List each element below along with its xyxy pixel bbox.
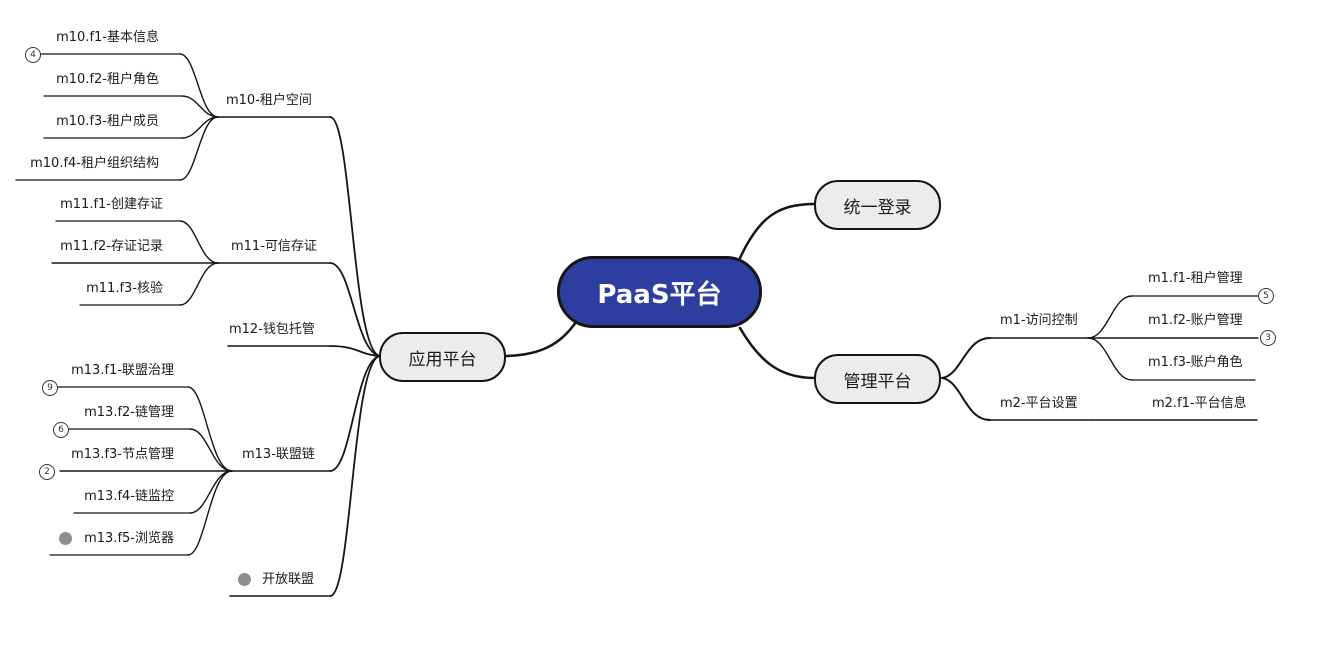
task-count-badge: 2 bbox=[39, 464, 55, 480]
m1-label[interactable]: m1-访问控制 bbox=[1000, 313, 1078, 328]
task-count-badge: 4 bbox=[25, 47, 41, 63]
m13-f1-label[interactable]: m13.f1-联盟治理 bbox=[71, 363, 174, 378]
task-count-badge: 3 bbox=[1260, 330, 1276, 346]
m11-label[interactable]: m11-可信存证 bbox=[231, 239, 317, 254]
open-alliance-label[interactable]: 开放联盟 bbox=[262, 572, 315, 587]
m2-f1-label[interactable]: m2.f1-平台信息 bbox=[1152, 396, 1247, 411]
task-count-badge: 9 bbox=[42, 380, 58, 396]
root-node[interactable]: PaaS平台 bbox=[557, 256, 762, 328]
m12-label[interactable]: m12-钱包托管 bbox=[229, 322, 315, 337]
application-node[interactable]: 应用平台 bbox=[379, 332, 506, 382]
m1-f1-label[interactable]: m1.f1-租户管理 bbox=[1148, 271, 1243, 286]
m13-f2-label[interactable]: m13.f2-链管理 bbox=[84, 405, 174, 420]
gray-dot-marker bbox=[238, 573, 251, 586]
login-label: 统一登录 bbox=[843, 197, 912, 218]
m10-f3-label[interactable]: m10.f3-租户成员 bbox=[56, 114, 159, 129]
task-count-badge: 5 bbox=[1258, 288, 1274, 304]
m13-f3-label[interactable]: m13.f3-节点管理 bbox=[71, 447, 174, 462]
management-node[interactable]: 管理平台 bbox=[814, 354, 941, 404]
m10-f4-label[interactable]: m10.f4-租户组织结构 bbox=[30, 156, 159, 171]
root-label: PaaS平台 bbox=[597, 279, 722, 310]
m10-f1-label[interactable]: m10.f1-基本信息 bbox=[56, 30, 159, 45]
m13-label[interactable]: m13-联盟链 bbox=[242, 447, 315, 462]
management-label: 管理平台 bbox=[843, 371, 912, 392]
m13-f4-label[interactable]: m13.f4-链监控 bbox=[84, 489, 174, 504]
m13-f5-label[interactable]: m13.f5-浏览器 bbox=[84, 531, 174, 546]
m1-f2-label[interactable]: m1.f2-账户管理 bbox=[1148, 313, 1243, 328]
gray-dot-marker bbox=[59, 532, 72, 545]
task-count-badge: 6 bbox=[53, 422, 69, 438]
m10-label[interactable]: m10-租户空间 bbox=[226, 93, 312, 108]
m2-label[interactable]: m2-平台设置 bbox=[1000, 396, 1078, 411]
m11-f1-label[interactable]: m11.f1-创建存证 bbox=[60, 197, 163, 212]
m10-f2-label[interactable]: m10.f2-租户角色 bbox=[56, 72, 159, 87]
m1-f3-label[interactable]: m1.f3-账户角色 bbox=[1148, 355, 1243, 370]
m11-f2-label[interactable]: m11.f2-存证记录 bbox=[60, 239, 163, 254]
application-label: 应用平台 bbox=[408, 349, 477, 370]
login-node[interactable]: 统一登录 bbox=[814, 180, 941, 230]
m11-f3-label[interactable]: m11.f3-核验 bbox=[86, 281, 163, 296]
